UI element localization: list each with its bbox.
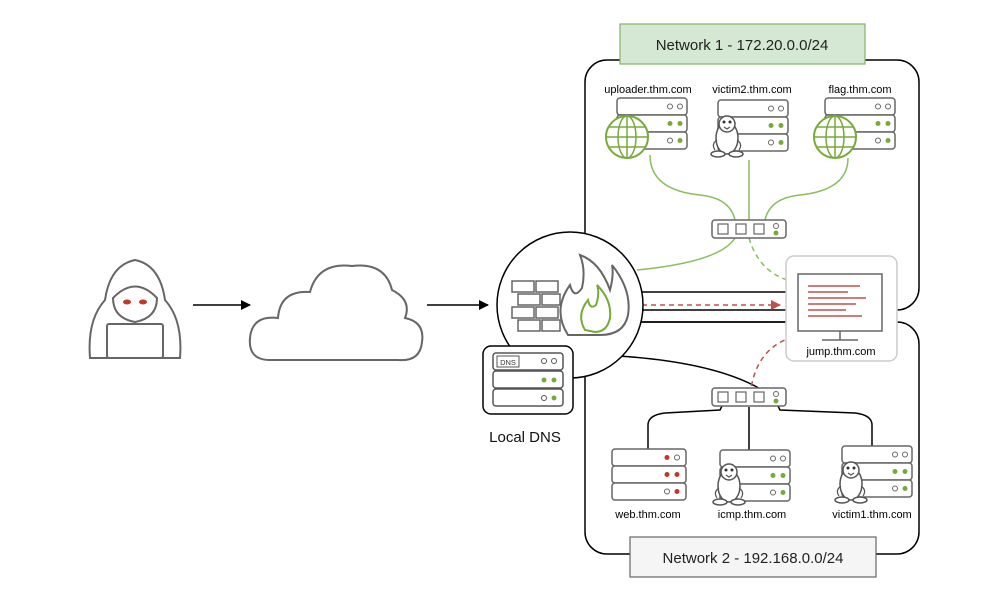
globe-icon <box>605 115 649 159</box>
dns-label: Local DNS <box>489 429 561 446</box>
network-2-label-box: Network 2 - 192.168.0.0/24 <box>629 536 877 578</box>
dns-server-icon: DNS <box>482 345 574 415</box>
jump-host-label: jump.thm.com <box>805 346 875 358</box>
icmp-label: icmp.thm.com <box>718 509 786 521</box>
attacker-icon <box>88 258 182 359</box>
network-2-links <box>599 354 873 450</box>
web-server-icon <box>611 448 687 501</box>
flag-label: flag.thm.com <box>829 84 892 96</box>
firewall-icon <box>496 231 644 379</box>
network-1-links <box>636 154 849 283</box>
red-flows <box>642 300 791 396</box>
switch-1-icon <box>711 219 787 239</box>
jump-host-icon <box>785 255 898 362</box>
victim1-label: victim1.thm.com <box>832 509 911 521</box>
network-2-label: Network 2 - 192.168.0.0/24 <box>663 550 844 567</box>
globe-icon <box>813 115 857 159</box>
network-1-label-box: Network 1 - 172.20.0.0/24 <box>619 23 866 65</box>
victim2-label: victim2.thm.com <box>712 84 791 96</box>
dns-badge: DNS <box>500 358 516 367</box>
internet-cloud-icon <box>248 264 424 362</box>
uploader-label: uploader.thm.com <box>604 84 691 96</box>
network-1-label: Network 1 - 172.20.0.0/24 <box>656 37 829 54</box>
switch-2-icon <box>711 387 787 407</box>
web-label: web.thm.com <box>614 509 680 521</box>
